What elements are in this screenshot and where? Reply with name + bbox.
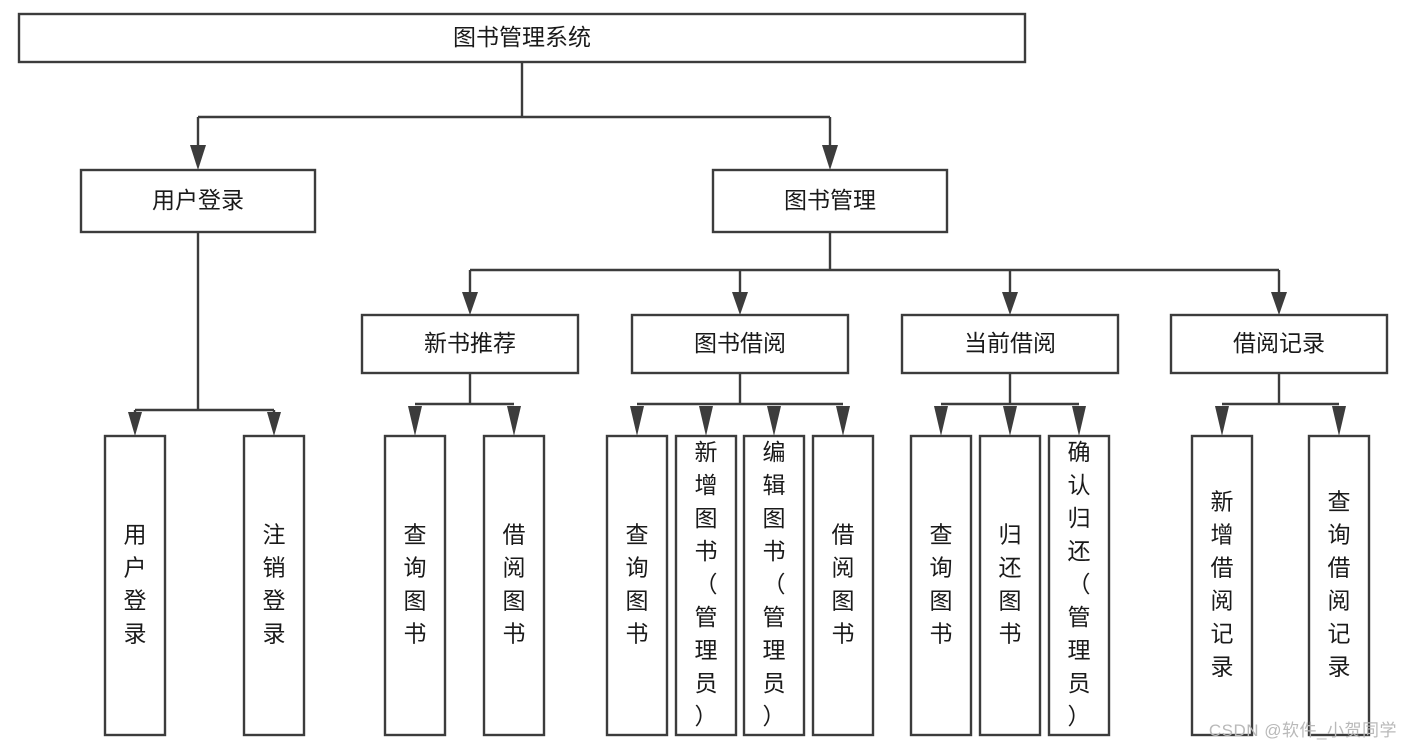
node-user-login-label: 用户登录 [152, 187, 244, 213]
node-root-box[interactable] [17, 12, 1027, 64]
arrow-head-leaf-add-record [1215, 406, 1229, 436]
node-leaf-borrow-book-2[interactable]: 借阅图书 [811, 434, 875, 737]
arrow-head-book-borrow [732, 292, 748, 315]
node-book-management-label: 图书管理 [784, 187, 876, 213]
node-book-management[interactable]: 图书管理 [711, 168, 949, 234]
node-leaf-add-record-label: 新增借阅记录 [1211, 489, 1234, 680]
arrow-head-leaf-query-book-3 [934, 406, 948, 436]
node-leaf-confirm-return-label: 确认归还（管理员） [1068, 439, 1091, 729]
node-leaf-user-login-label: 用户登录 [124, 522, 147, 647]
node-current-borrow-label: 当前借阅 [964, 330, 1056, 356]
node-current-borrow-box[interactable] [900, 313, 1120, 375]
arrow-head-user-login [190, 145, 206, 170]
node-leaf-query-book-3-label: 查询图书 [930, 522, 953, 647]
node-leaf-query-book-1[interactable]: 查询图书 [383, 434, 447, 737]
connector-group-current-borrow [934, 373, 1086, 436]
arrow-head-leaf-edit-book [767, 406, 781, 436]
node-root-label: 图书管理系统 [453, 24, 591, 50]
arrow-head-leaf-logout-login [267, 412, 281, 436]
arrow-head-current-borrow [1002, 292, 1018, 315]
arrow-head-borrow-record [1271, 292, 1287, 315]
node-leaf-borrow-book-2-box[interactable] [811, 434, 875, 737]
connector-group-new-book-recommend [408, 373, 521, 436]
node-leaf-query-record-box[interactable] [1307, 434, 1371, 737]
node-book-borrow-label: 图书借阅 [694, 330, 786, 356]
node-leaf-logout-login[interactable]: 注销登录 [242, 434, 306, 737]
node-leaf-add-book-label: 新增图书（管理员） [695, 439, 718, 729]
connector-group-book-borrow [630, 373, 850, 436]
arrow-head-leaf-borrow-book-1 [507, 406, 521, 436]
arrow-head-book-management [822, 145, 838, 170]
node-borrow-record-box[interactable] [1169, 313, 1389, 375]
node-leaf-confirm-return[interactable]: 确认归还（管理员） [1047, 434, 1111, 737]
arrow-head-leaf-return-book [1003, 406, 1017, 436]
node-leaf-borrow-book-1[interactable]: 借阅图书 [482, 434, 546, 737]
node-leaf-confirm-return-box[interactable] [1047, 434, 1111, 737]
node-new-book-recommend-label: 新书推荐 [424, 330, 516, 356]
node-user-login-box[interactable] [79, 168, 317, 234]
node-borrow-record[interactable]: 借阅记录 [1169, 313, 1389, 375]
connector-group-book-management [462, 232, 1287, 315]
arrow-head-leaf-user-login [128, 412, 142, 436]
node-leaf-query-record-label: 查询借阅记录 [1328, 489, 1351, 680]
node-new-book-recommend[interactable]: 新书推荐 [360, 313, 580, 375]
node-current-borrow[interactable]: 当前借阅 [900, 313, 1120, 375]
node-new-book-recommend-box[interactable] [360, 313, 580, 375]
node-leaf-query-record[interactable]: 查询借阅记录 [1307, 434, 1371, 737]
node-leaf-query-book-2[interactable]: 查询图书 [605, 434, 669, 737]
node-leaf-borrow-book-1-box[interactable] [482, 434, 546, 737]
arrow-head-leaf-add-book [699, 406, 713, 436]
node-leaf-query-book-1-box[interactable] [383, 434, 447, 737]
node-leaf-edit-book-box[interactable] [742, 434, 806, 737]
connector-group-borrow-record [1215, 373, 1346, 436]
connector-group-root [190, 62, 838, 170]
node-leaf-logout-login-label: 注销登录 [263, 522, 286, 647]
node-borrow-record-label: 借阅记录 [1233, 330, 1325, 356]
node-root[interactable]: 图书管理系统 [17, 12, 1027, 64]
connector-group-user-login [128, 232, 281, 436]
node-leaf-return-book-box[interactable] [978, 434, 1042, 737]
arrow-head-leaf-query-book-1 [408, 406, 422, 436]
arrow-head-new-book-recommend [462, 292, 478, 315]
node-leaf-add-book[interactable]: 新增图书（管理员） [674, 434, 738, 737]
node-leaf-return-book[interactable]: 归还图书 [978, 434, 1042, 737]
arrow-head-leaf-query-book-2 [630, 406, 644, 436]
arrow-head-leaf-confirm-return [1072, 406, 1086, 436]
node-leaf-query-book-2-box[interactable] [605, 434, 669, 737]
node-leaf-query-book-2-label: 查询图书 [626, 522, 649, 647]
node-leaf-edit-book-label: 编辑图书（管理员） [763, 439, 786, 729]
node-leaf-query-book-3-box[interactable] [909, 434, 973, 737]
arrow-head-leaf-query-record [1332, 406, 1346, 436]
node-leaf-add-book-box[interactable] [674, 434, 738, 737]
arrow-head-leaf-borrow-book-2 [836, 406, 850, 436]
node-leaf-add-record-box[interactable] [1190, 434, 1254, 737]
node-leaf-add-record[interactable]: 新增借阅记录 [1190, 434, 1254, 737]
node-book-borrow-box[interactable] [630, 313, 850, 375]
node-leaf-borrow-book-1-label: 借阅图书 [503, 522, 526, 647]
node-leaf-borrow-book-2-label: 借阅图书 [832, 522, 855, 647]
node-leaf-query-book-3[interactable]: 查询图书 [909, 434, 973, 737]
node-user-login[interactable]: 用户登录 [79, 168, 317, 234]
csdn-watermark: CSDN @软件_小贺同学 [1208, 721, 1397, 740]
node-leaf-user-login[interactable]: 用户登录 [103, 434, 167, 737]
node-leaf-user-login-box[interactable] [103, 434, 167, 737]
node-leaf-return-book-label: 归还图书 [999, 522, 1022, 647]
node-book-borrow[interactable]: 图书借阅 [630, 313, 850, 375]
node-leaf-edit-book[interactable]: 编辑图书（管理员） [742, 434, 806, 737]
node-book-management-box[interactable] [711, 168, 949, 234]
node-leaf-logout-login-box[interactable] [242, 434, 306, 737]
node-leaf-query-book-1-label: 查询图书 [404, 522, 427, 647]
